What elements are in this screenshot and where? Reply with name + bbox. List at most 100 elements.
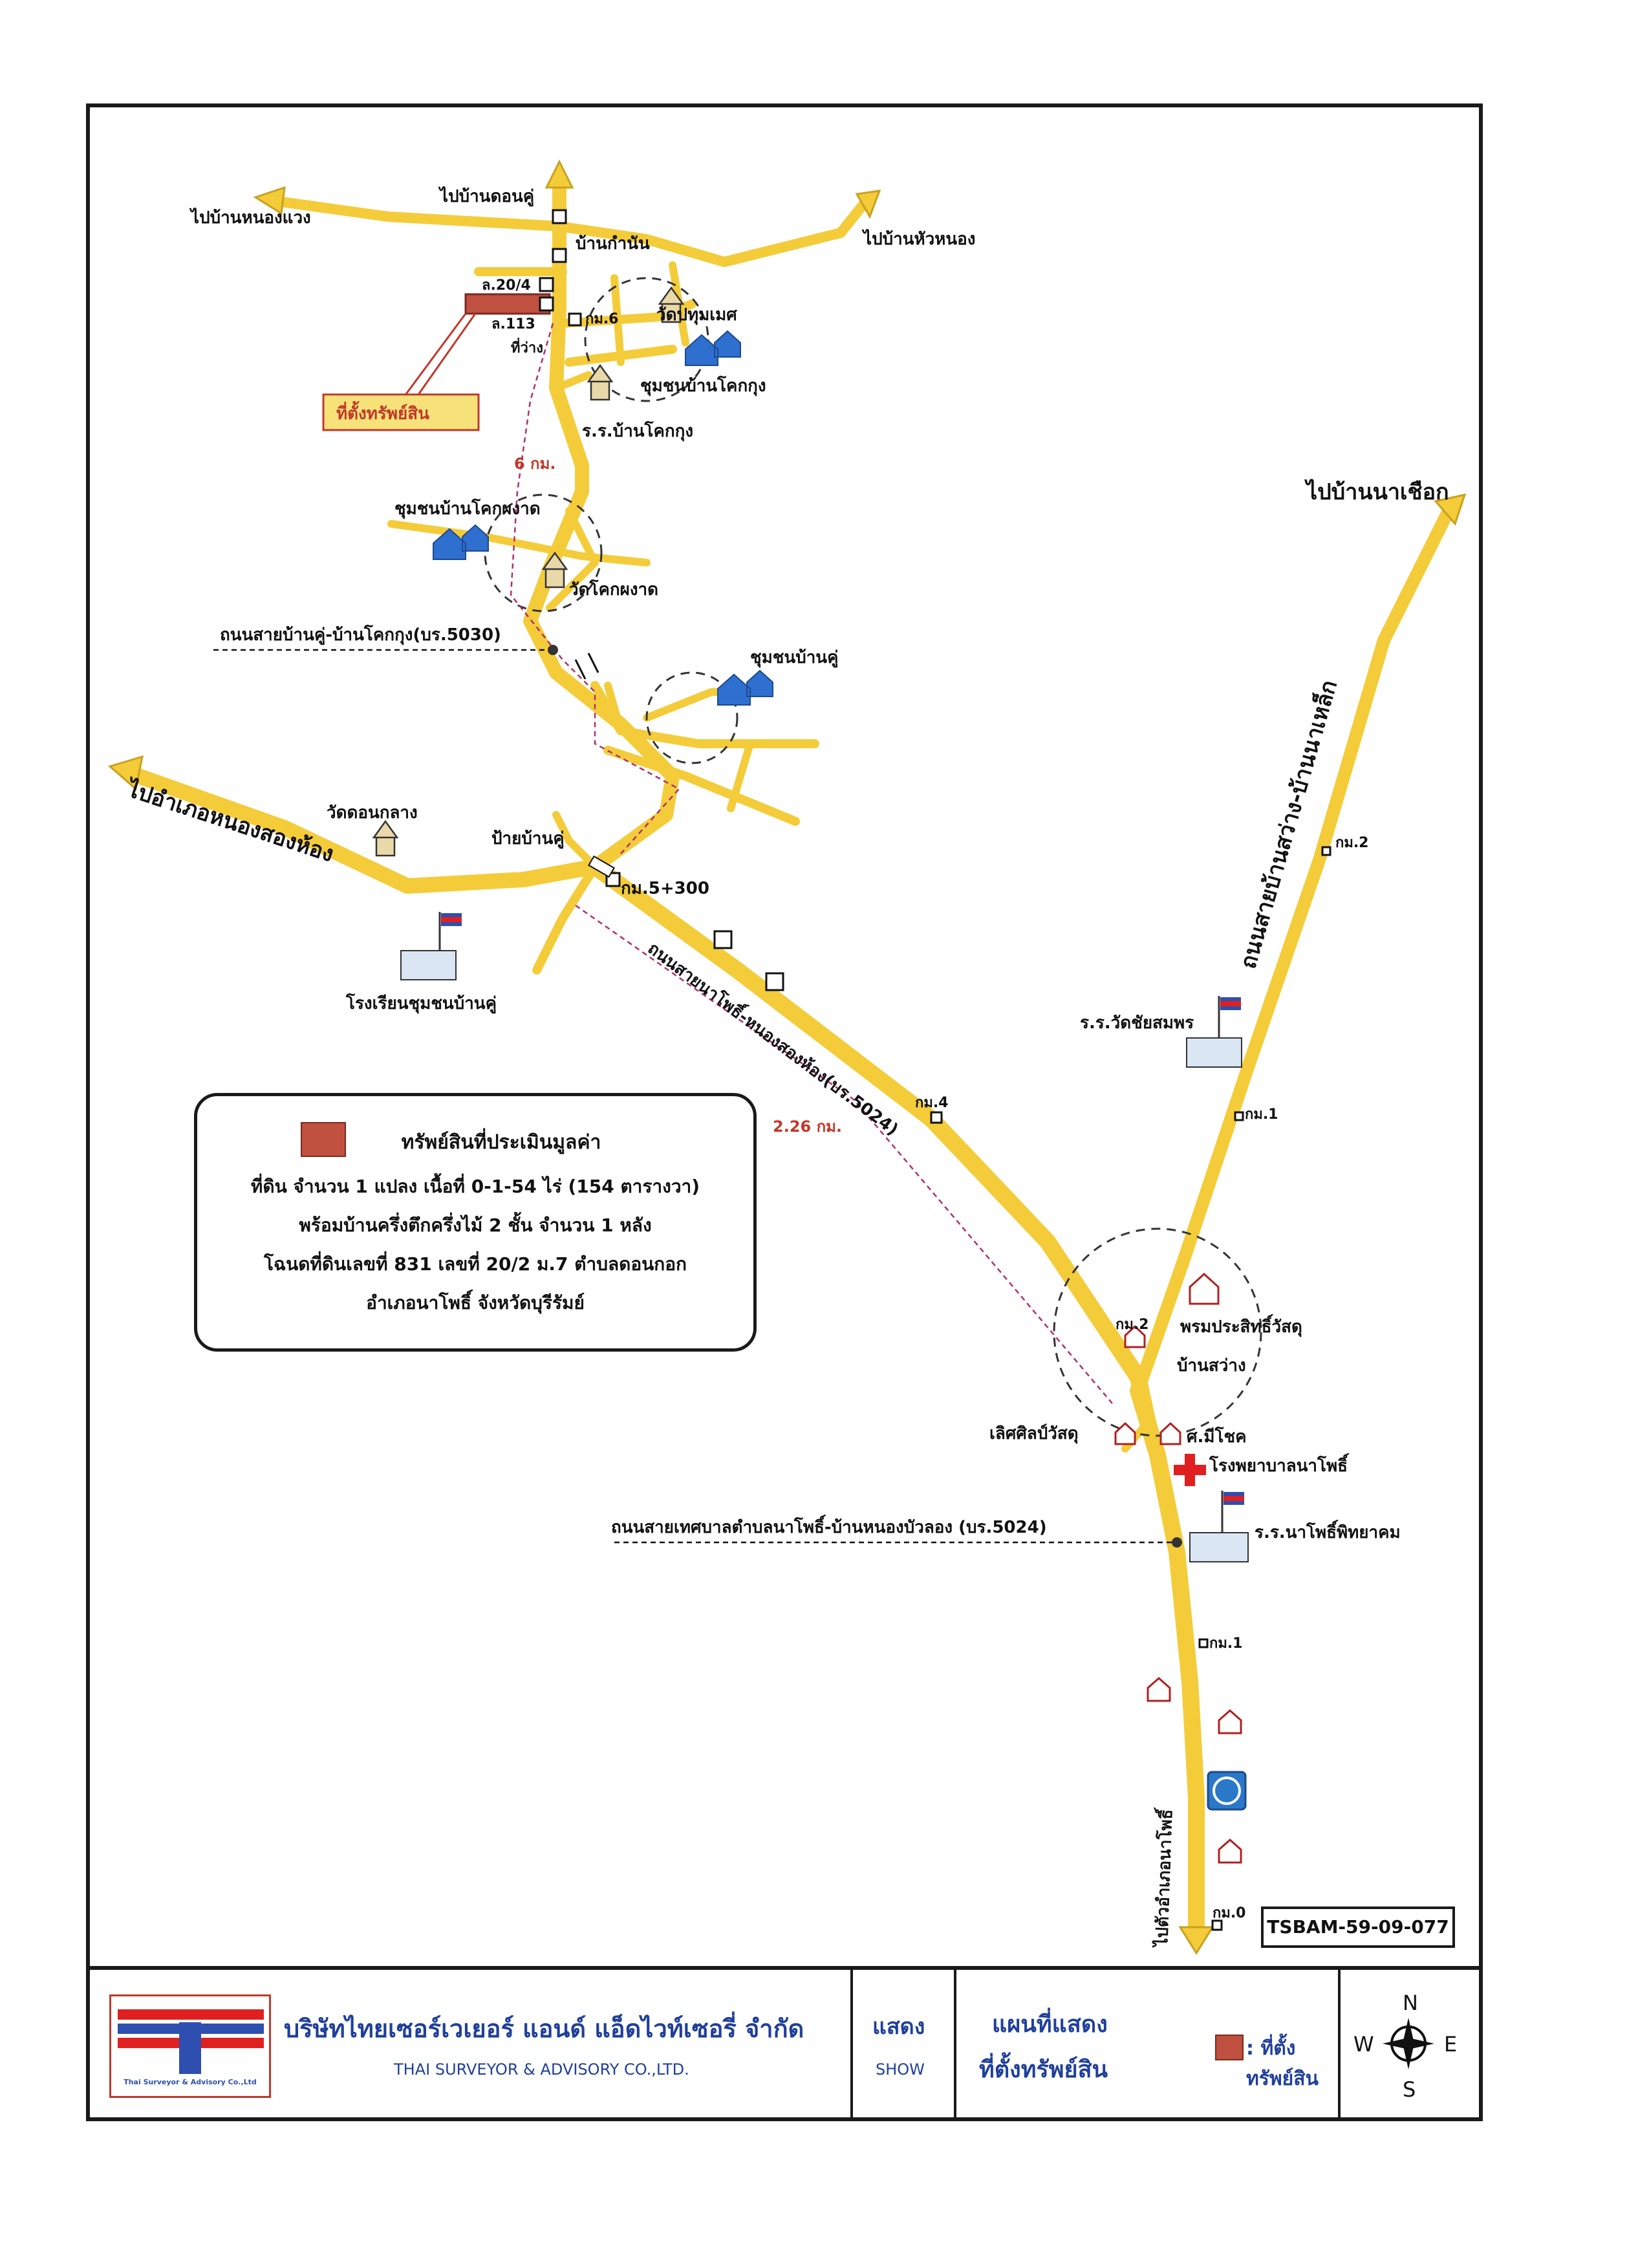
legend-key-label: : ที่ตั้งทรัพย์สิน [1246,2037,1319,2090]
arrow-northwest-icon [253,186,286,215]
label-wat-khok-pha-chat: วัดโคกผงาด [569,579,658,599]
label-km5-300: กม.5+300 [621,879,709,898]
shop-icon [1124,1324,1146,1348]
legend-key-swatch-icon [1215,2035,1244,2060]
label-phrom-prasit: พรมประสิทธิ์วัสดุ [1180,1313,1302,1337]
property-leader-line-2 [413,313,477,402]
circle-khok-kung [584,277,709,402]
km-marker-icon [552,209,567,224]
school-wat-chai-icon [1186,996,1242,1068]
community-house-icon [433,524,489,560]
company-name-th: บริษัทไทยเซอร์เวเยอร์ แอนด์ แอ็ดไวท์เซอร… [284,2014,804,2043]
temple-icon [658,286,685,323]
label-wat-pathum: วัดปทุมเมศ [656,305,737,325]
junction-dot-5030 [548,645,558,655]
km-marker-icon [1234,1111,1244,1121]
km-marker-icon [1198,1638,1209,1648]
label-pai-ban-khu: ป้ายบ้านคู่ [491,829,565,849]
shop-icon [1159,1421,1181,1445]
shop-icon [1218,1709,1242,1734]
title-block: Thai Surveyor & Advisory Co.,Ltd บริษัทไ… [86,1966,1483,2121]
community-houses [433,330,773,706]
compass-rose-icon: N S W E [1353,1991,1457,2102]
shops [1114,1272,1242,1864]
circle-khok-pha-chat [484,493,603,612]
side-road-ban-khu-4 [727,740,754,812]
label-community-khok-kung: ชุมชนบ้านโคกกุง [640,375,766,396]
property-label: ที่ตั้งทรัพย์สิน [336,400,429,424]
label-to-amphoe-nong-song-hong: ไปอำเภอหนองสองห้อง [122,775,337,868]
small-markers [539,209,1331,1931]
label-loet-sin: เลิศศิลป์วัสดุ [989,1423,1079,1444]
company-cell: Thai Surveyor & Advisory Co.,Ltd บริษัทไ… [90,1970,853,2117]
legend-line-3: โฉนดที่ดินเลขที่ 831 เลขที่ 20/2 ม.7 ตำบ… [263,1253,687,1275]
arrow-west-icon [107,755,144,791]
property-marker: ที่ตั้งทรัพย์สิน [322,293,551,431]
property-label-box [322,393,480,431]
label-l-113: ล.113 [491,316,535,332]
side-road-ban-khu-5 [604,682,625,735]
school-ban-khu-icon [400,912,462,980]
bus-stop-icon [588,855,615,878]
main-road-north [523,180,680,874]
label-ban-sawang: บ้านสว่าง [1177,1356,1246,1376]
km-marker-icon [539,277,554,292]
label-l-20-4: ล.20/4 [482,277,531,294]
property-leader-line [400,313,467,402]
compass-w: W [1353,2032,1374,2057]
label-to-ban-hua-nong: ไปบ้านหัวหนอง [861,228,975,249]
km-marker-icon [568,312,582,327]
legend-title: ทรัพย์สินที่ประเมินมูลค่า [401,1131,601,1154]
hospital-icon [1174,1454,1206,1486]
label-school-ban-khu: โรงเรียนชุมชนบ้านคู่ [345,993,497,1014]
community-circles [484,277,1262,1437]
label-km6-top: กม.6 [585,311,619,327]
arrow-northeast-icon [855,189,881,219]
school-na-pho-icon [1189,1491,1249,1562]
arrow-north-icon [544,159,574,189]
legend-line-4: อำเภอนาโพธิ์ จังหวัดบุรีรัมย์ [366,1292,585,1313]
label-road-5024-bottom: ถนนสายเทศบาลตำบลนาโพธิ์-บ้านหนองบัวลอง (… [611,1514,1047,1537]
side-road-top-4 [610,274,625,366]
km-marker-icon [539,296,554,312]
reference-code: TSBAM-59-09-077 [1261,1906,1455,1948]
side-road-top-6 [552,371,592,392]
community-house-icon [717,669,773,706]
roads [122,180,1455,1942]
arrow-south-icon [1178,1926,1214,1955]
label-km1-bottom: กม.1 [1209,1636,1243,1652]
road-to-ban-hua-nong [554,195,872,267]
km-marker-icon [1321,846,1331,856]
km-marker-icon [1211,1919,1223,1931]
label-to-ban-don-khu: ไปบ้านดอนคู่ [438,186,534,207]
label-to-ban-na-chueak: ไปบ้านนาเชือก [1304,479,1449,505]
label-ban-kamnan: บ้านกำนัน [576,234,650,254]
shop-icon [1189,1272,1220,1305]
compass-cell: N S W E [1338,1970,1479,2117]
community-house-icon [685,330,741,366]
temple-icon [372,819,399,857]
compass-n: N [1403,1991,1418,2015]
company-name-en: THAI SURVEYOR & ADVISORY CO.,LTD. [394,2060,689,2079]
label-road-5030: ถนนสายบ้านคู่-บ้านโคกกุง(บร.5030) [220,624,501,645]
road-south-west-branch [532,862,599,975]
label-km4: กม.4 [915,1095,949,1111]
label-school-na-pho: ร.ร.นาโพธิ์พิทยาคม [1255,1519,1401,1542]
company-logo: Thai Surveyor & Advisory Co.,Ltd [109,1994,271,2098]
map-title-cell: แผนที่แสดง ที่ตั้งทรัพย์สิน : ที่ตั้งทรั… [956,1970,1344,2117]
side-road-pha-chat [387,520,651,567]
side-road-pha-chat-2 [546,507,599,612]
shop-icon [1218,1838,1242,1864]
temple-icon [587,363,614,401]
map-title-line-2: ที่ตั้งทรัพย์สิน [979,2057,1108,2083]
legend-line-1: ที่ดิน จำนวน 1 แปลง เนื้อที่ 0-1-54 ไร่ … [250,1176,700,1197]
distance-line-2-26km [575,904,1113,1404]
show-label-en: SHOW [876,2060,925,2079]
bridge-marks [574,653,599,680]
label-vacant: ที่ว่าง [511,337,543,356]
shop-icon [1114,1421,1136,1445]
label-wat-don-klang: วัดดอนกลาง [327,803,418,823]
road-to-nong-song-hong [122,765,603,894]
compass-e: E [1444,2032,1457,2057]
compass-s: S [1403,2077,1416,2102]
